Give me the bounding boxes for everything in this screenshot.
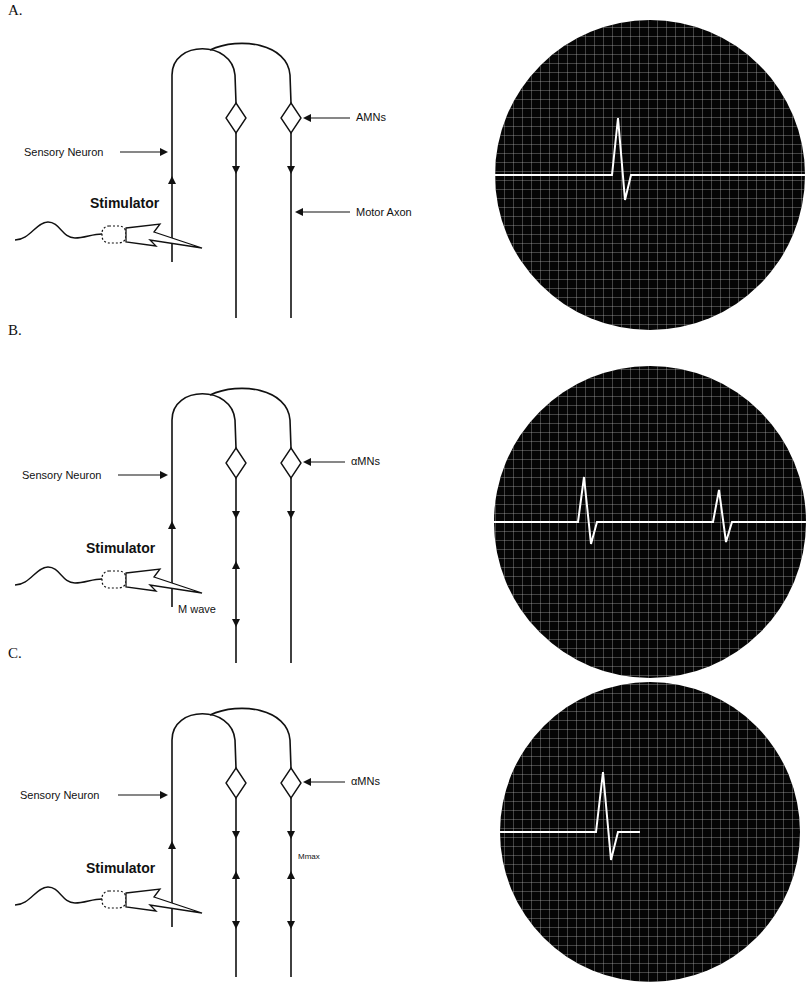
direction-arrow [287, 166, 295, 174]
motor-axon [290, 133, 292, 318]
sensory-branch [210, 43, 291, 103]
direction-arrow [232, 921, 240, 929]
stimulator-probe [102, 571, 126, 588]
direction-arrow [232, 561, 240, 569]
motor-axon [290, 798, 292, 977]
panel-letter: C. [8, 645, 22, 662]
direction-arrow [232, 831, 240, 839]
structure-label: Motor Axon [356, 206, 412, 218]
motor-neuron-diamond [226, 103, 246, 133]
direction-arrow [287, 831, 295, 839]
direction-arrow [232, 511, 240, 519]
stimulator-label: Stimulator [90, 196, 159, 211]
motor-neuron-diamond [226, 448, 246, 478]
leader-arrow [118, 794, 166, 795]
panel-letter: A. [8, 2, 23, 19]
motor-neuron-diamond [226, 768, 246, 798]
oscilloscope-screen [495, 20, 805, 330]
leader-arrow [305, 781, 345, 782]
leader-arrow [297, 211, 350, 212]
wave-label: Mmax [298, 853, 320, 862]
oscilloscope-screen [500, 682, 800, 982]
direction-arrow [287, 921, 295, 929]
leader-arrow [118, 474, 166, 475]
direction-arrow [287, 871, 295, 879]
motor-neuron-diamond [281, 103, 301, 133]
sensory-neuron [172, 394, 236, 607]
emg-trace [495, 118, 805, 200]
stimulus-electrode [126, 224, 202, 248]
structure-label: αMNs [351, 775, 380, 787]
stimulator-wire [15, 887, 102, 905]
motor-axon [290, 478, 292, 663]
motor-neuron-diamond [281, 448, 301, 478]
stimulator-probe [102, 226, 126, 243]
oscilloscope-screen [494, 366, 806, 678]
stimulator-probe [102, 891, 126, 908]
leader-arrow [120, 151, 166, 152]
sensory-branch [210, 388, 291, 448]
panel-letter: B. [8, 322, 22, 339]
emg-trace [500, 772, 640, 860]
direction-arrow [287, 511, 295, 519]
structure-label: Sensory Neuron [24, 146, 104, 158]
oscilloscope-grid [495, 20, 805, 330]
direction-arrow [232, 871, 240, 879]
direction-arrow [168, 176, 176, 184]
structure-label: Sensory Neuron [22, 469, 102, 481]
leader-arrow [305, 461, 345, 462]
wave-label: M wave [178, 603, 216, 615]
sensory-neuron [172, 714, 236, 927]
stimulus-electrode [126, 569, 202, 593]
direction-arrow [168, 521, 176, 529]
motor-axon [235, 133, 237, 318]
stimulator-label: Stimulator [86, 541, 155, 556]
direction-arrow [232, 619, 240, 627]
motor-neuron-diamond [281, 768, 301, 798]
stimulator-wire [15, 222, 102, 240]
stimulus-electrode [126, 889, 202, 913]
motor-axon [235, 478, 237, 663]
leader-arrow [305, 117, 350, 118]
oscilloscope-grid [500, 682, 800, 982]
motor-axon [235, 798, 237, 977]
direction-arrow [168, 841, 176, 849]
direction-arrow [232, 166, 240, 174]
stimulator-label: Stimulator [86, 861, 155, 876]
structure-label: αMNs [351, 455, 380, 467]
sensory-neuron [172, 49, 236, 262]
stimulator-wire [15, 567, 102, 585]
emg-trace [494, 477, 806, 544]
structure-label: Sensory Neuron [20, 789, 100, 801]
structure-label: AMNs [356, 111, 386, 123]
oscilloscope-grid [494, 366, 806, 678]
sensory-branch [210, 708, 291, 768]
